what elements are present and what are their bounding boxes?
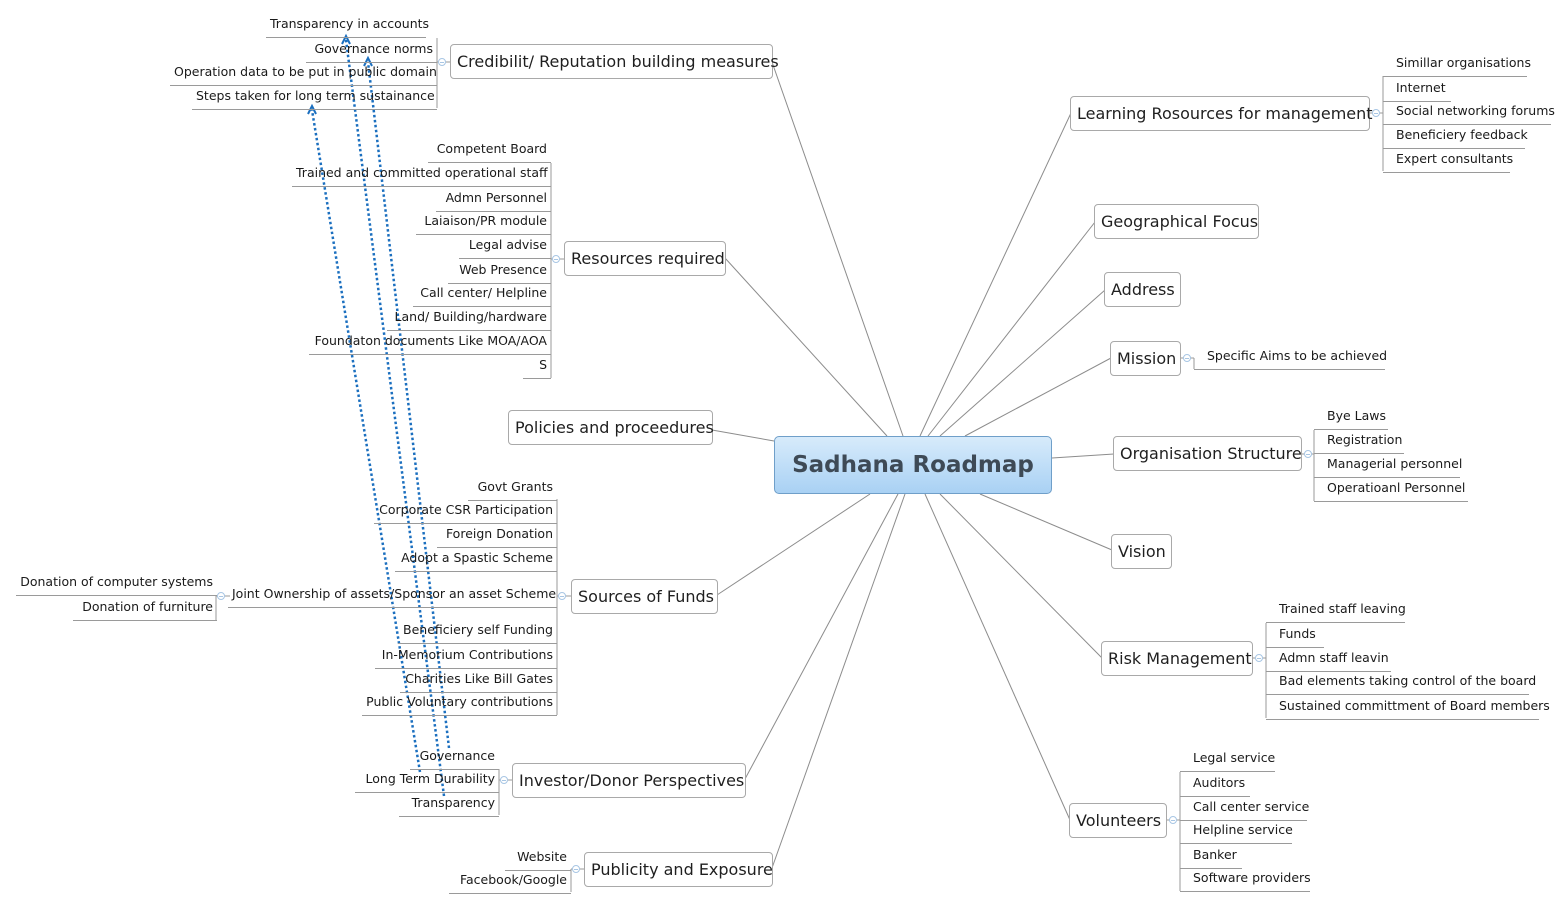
subtopic[interactable]: Governance norms bbox=[306, 40, 437, 63]
collapse-icon[interactable] bbox=[552, 255, 560, 263]
subtopic[interactable]: Long Term Durability bbox=[355, 770, 499, 793]
collapse-icon[interactable] bbox=[500, 776, 508, 784]
collapse-icon[interactable] bbox=[572, 865, 580, 873]
topic-publicity[interactable]: Publicity and Exposure bbox=[584, 852, 773, 887]
subtopic[interactable]: Bad elements taking control of the board bbox=[1266, 672, 1536, 695]
subtopic[interactable]: Helpline service bbox=[1180, 821, 1293, 844]
subtopic[interactable]: Auditors bbox=[1180, 774, 1250, 797]
subtopic[interactable]: Operatioanl Personnel bbox=[1314, 479, 1468, 502]
subtopic[interactable]: Laiaison/PR module bbox=[416, 212, 551, 235]
subtopic[interactable]: Competent Board bbox=[428, 140, 551, 163]
subtopic[interactable]: Adopt a Spastic Scheme bbox=[395, 549, 557, 572]
collapse-icon[interactable] bbox=[1372, 109, 1380, 117]
subtopic[interactable]: Donation of furniture bbox=[73, 598, 217, 621]
topic-policies[interactable]: Policies and proceedures bbox=[508, 410, 714, 445]
subtopic[interactable]: Expert consultants bbox=[1383, 150, 1513, 173]
collapse-icon[interactable] bbox=[438, 58, 446, 66]
subtopic[interactable]: Public Voluntary contributions bbox=[362, 693, 557, 716]
subtopic[interactable]: In-Memorium Contributions bbox=[375, 646, 557, 669]
subtopic[interactable]: Simillar organisations bbox=[1383, 54, 1531, 77]
subtopic[interactable]: Funds bbox=[1266, 625, 1324, 648]
subtopic[interactable]: Bye Laws bbox=[1314, 407, 1388, 430]
subtopic[interactable]: Internet bbox=[1383, 79, 1451, 102]
subtopic[interactable]: Registration bbox=[1314, 431, 1404, 454]
collapse-icon[interactable] bbox=[1169, 816, 1177, 824]
subtopic[interactable]: Software providers bbox=[1180, 869, 1311, 892]
collapse-icon[interactable] bbox=[558, 592, 566, 600]
subtopic[interactable]: Banker bbox=[1180, 846, 1242, 869]
subtopic[interactable]: Beneficiery self Funding bbox=[398, 621, 557, 644]
topic-mission[interactable]: Mission bbox=[1110, 341, 1181, 376]
topic-geo[interactable]: Geographical Focus bbox=[1094, 204, 1259, 239]
topic-vision[interactable]: Vision bbox=[1111, 534, 1172, 569]
subtopic[interactable]: Facebook/Google bbox=[449, 871, 571, 894]
topic-org[interactable]: Organisation Structure bbox=[1113, 436, 1302, 471]
subtopic[interactable]: Transparency in accounts bbox=[266, 15, 429, 38]
topic-investor[interactable]: Investor/Donor Perspectives bbox=[512, 763, 746, 798]
subtopic[interactable]: Joint Ownership of assets/Sponsor an ass… bbox=[228, 585, 557, 608]
topic-funds[interactable]: Sources of Funds bbox=[571, 579, 718, 614]
topic-learning[interactable]: Learning Rosources for management bbox=[1070, 96, 1373, 131]
subtopic[interactable]: Foreign Donation bbox=[437, 525, 557, 548]
subtopic[interactable]: Social networking forums bbox=[1383, 102, 1555, 125]
subtopic[interactable]: Website bbox=[505, 848, 571, 871]
topic-address[interactable]: Address bbox=[1104, 272, 1181, 307]
subtopic[interactable]: Legal advise bbox=[459, 236, 551, 259]
subtopic[interactable]: Beneficiery feedback bbox=[1383, 126, 1528, 149]
subtopic[interactable]: Transparency bbox=[399, 794, 499, 817]
collapse-icon[interactable] bbox=[1183, 354, 1191, 362]
subtopic[interactable]: Governance bbox=[410, 747, 499, 770]
subtopic[interactable]: Foundaton documents Like MOA/AOA bbox=[309, 332, 551, 355]
subtopic[interactable]: Steps taken for long term sustainance bbox=[192, 87, 437, 110]
subtopic[interactable]: Admn Personnel bbox=[436, 189, 551, 212]
subtopic[interactable]: Trained staff leaving bbox=[1266, 600, 1406, 623]
subtopic[interactable]: Corporate CSR Participation bbox=[374, 501, 557, 524]
topic-risk[interactable]: Risk Management bbox=[1101, 641, 1253, 676]
topic-credibility[interactable]: Credibilit/ Reputation building measures bbox=[450, 44, 779, 79]
subtopic[interactable]: Specific Aims to be achieved bbox=[1194, 347, 1387, 370]
subtopic[interactable]: Govt Grants bbox=[468, 478, 557, 501]
subtopic[interactable]: Call center service bbox=[1180, 798, 1309, 821]
subtopic[interactable]: Call center/ Helpline bbox=[413, 284, 551, 307]
subtopic[interactable]: Admn staff leavin bbox=[1266, 649, 1391, 672]
subtopic[interactable]: Managerial personnel bbox=[1314, 455, 1462, 478]
collapse-icon[interactable] bbox=[1304, 450, 1312, 458]
subtopic[interactable]: Legal service bbox=[1180, 749, 1275, 772]
subtopic[interactable]: Trained and committed operational staff bbox=[292, 164, 551, 187]
subtopic[interactable]: Land/ Building/hardware bbox=[387, 308, 551, 331]
collapse-icon[interactable] bbox=[217, 592, 225, 600]
subtopic[interactable]: Charities Like Bill Gates bbox=[400, 670, 557, 693]
subtopic[interactable]: Donation of computer systems bbox=[16, 573, 217, 596]
collapse-icon[interactable] bbox=[1255, 654, 1263, 662]
subtopic[interactable]: Operation data to be put in public domai… bbox=[170, 63, 437, 86]
subtopic[interactable]: Sustained committment of Board members bbox=[1266, 697, 1550, 720]
topic-resources[interactable]: Resources required bbox=[564, 241, 726, 276]
topic-volunteers[interactable]: Volunteers bbox=[1069, 803, 1167, 838]
root-topic[interactable]: Sadhana Roadmap bbox=[774, 436, 1052, 494]
subtopic[interactable]: S bbox=[523, 356, 551, 379]
subtopic[interactable]: Web Presence bbox=[448, 261, 551, 284]
